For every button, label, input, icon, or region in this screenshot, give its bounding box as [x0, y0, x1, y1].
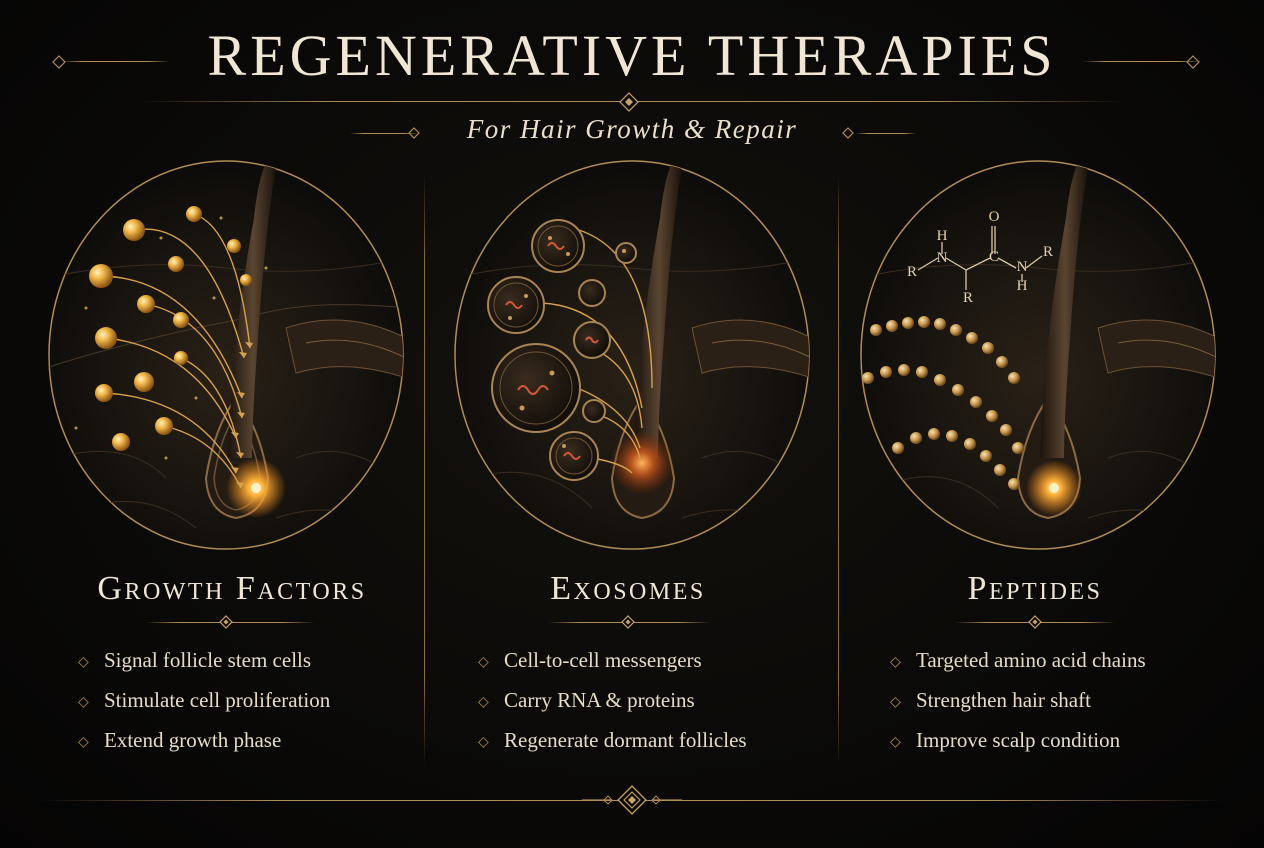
- diamond-bullet-icon: ◇: [78, 735, 89, 750]
- atom-label: H: [937, 228, 948, 244]
- atom-label: R: [1043, 244, 1053, 260]
- diamond-bullet-icon: ◇: [890, 655, 901, 670]
- peptides-list: ◇ Targeted amino acid chains ◇ Strengthen …: [890, 640, 1146, 760]
- title-rule-left: [60, 61, 170, 62]
- growth-factors-illustration: [48, 160, 404, 550]
- atom-label: H: [1017, 278, 1028, 294]
- panel-divider: [838, 175, 839, 765]
- diamond-bullet-icon: ◇: [890, 735, 901, 750]
- list-item: ◇ Targeted amino acid chains: [890, 640, 1146, 680]
- list-item-text: Strengthen hair shaft: [916, 688, 1091, 712]
- diamond-ornament-icon: [621, 615, 635, 629]
- panel-divider: [424, 175, 425, 765]
- list-item-text: Regenerate dormant follicles: [504, 728, 747, 752]
- peptides-illustration: [860, 160, 1216, 550]
- atom-label: N: [937, 250, 948, 266]
- diamond-bullet-icon: ◇: [78, 655, 89, 670]
- list-item-text: Carry RNA & proteins: [504, 688, 695, 712]
- list-item-text: Cell-to-cell messengers: [504, 648, 702, 672]
- list-item-text: Improve scalp condition: [916, 728, 1121, 752]
- diamond-bullet-icon: ◇: [478, 735, 489, 750]
- peptide-structure: H N O C N H R R R: [907, 209, 1053, 306]
- list-item: ◇ Strengthen hair shaft: [890, 680, 1146, 720]
- diamond-bullet-icon: ◇: [78, 695, 89, 710]
- diamond-ornament-icon: [219, 615, 233, 629]
- atom-label: R: [907, 264, 917, 280]
- diamond-ornament-icon: [842, 127, 854, 139]
- diamond-ornament-icon: [582, 785, 682, 815]
- diamond-bullet-icon: ◇: [478, 695, 489, 710]
- list-item: ◇ Signal follicle stem cells: [78, 640, 330, 680]
- atom-label: R: [963, 290, 973, 306]
- list-item-text: Extend growth phase: [104, 728, 282, 752]
- list-item-text: Stimulate cell proliferation: [104, 688, 331, 712]
- diamond-ornament-icon: [52, 55, 66, 69]
- peptides-title: Peptides: [967, 570, 1103, 607]
- growth-factors-list: ◇ Signal follicle stem cells ◇ Stimulate c…: [78, 640, 330, 760]
- growth-factors-title: Growth Factors: [97, 570, 367, 607]
- diamond-bullet-icon: ◇: [478, 655, 489, 670]
- diamond-ornament-icon: [619, 92, 639, 112]
- page-title: REGENERATIVE THERAPIES: [207, 23, 1057, 88]
- atom-label: C: [989, 249, 999, 265]
- list-item-text: Signal follicle stem cells: [104, 648, 312, 672]
- diamond-ornament-icon: [1028, 615, 1042, 629]
- diamond-bullet-icon: ◇: [890, 695, 901, 710]
- subtitle-rule-left: [350, 133, 418, 134]
- subtitle-rule-right: [856, 133, 916, 134]
- atom-label: N: [1017, 259, 1028, 275]
- title-rule-right: [1082, 61, 1202, 62]
- list-item: ◇ Stimulate cell proliferation: [78, 680, 330, 720]
- list-item-text: Targeted amino acid chains: [916, 648, 1146, 672]
- list-item: ◇ Cell-to-cell messengers: [478, 640, 747, 680]
- list-item: ◇ Extend growth phase: [78, 720, 330, 760]
- list-item: ◇ Regenerate dormant follicles: [478, 720, 747, 760]
- exosomes-illustration: [454, 160, 810, 550]
- list-item: ◇ Carry RNA & proteins: [478, 680, 747, 720]
- list-item: ◇ Improve scalp condition: [890, 720, 1146, 760]
- diamond-ornament-icon: [408, 127, 420, 139]
- diamond-ornament-icon: [1186, 55, 1200, 69]
- exosomes-list: ◇ Cell-to-cell messengers ◇ Carry RNA & pr…: [478, 640, 747, 760]
- atom-label: O: [989, 209, 1000, 225]
- page-subtitle: For Hair Growth & Repair: [466, 114, 798, 144]
- exosomes-title: Exosomes: [550, 570, 706, 607]
